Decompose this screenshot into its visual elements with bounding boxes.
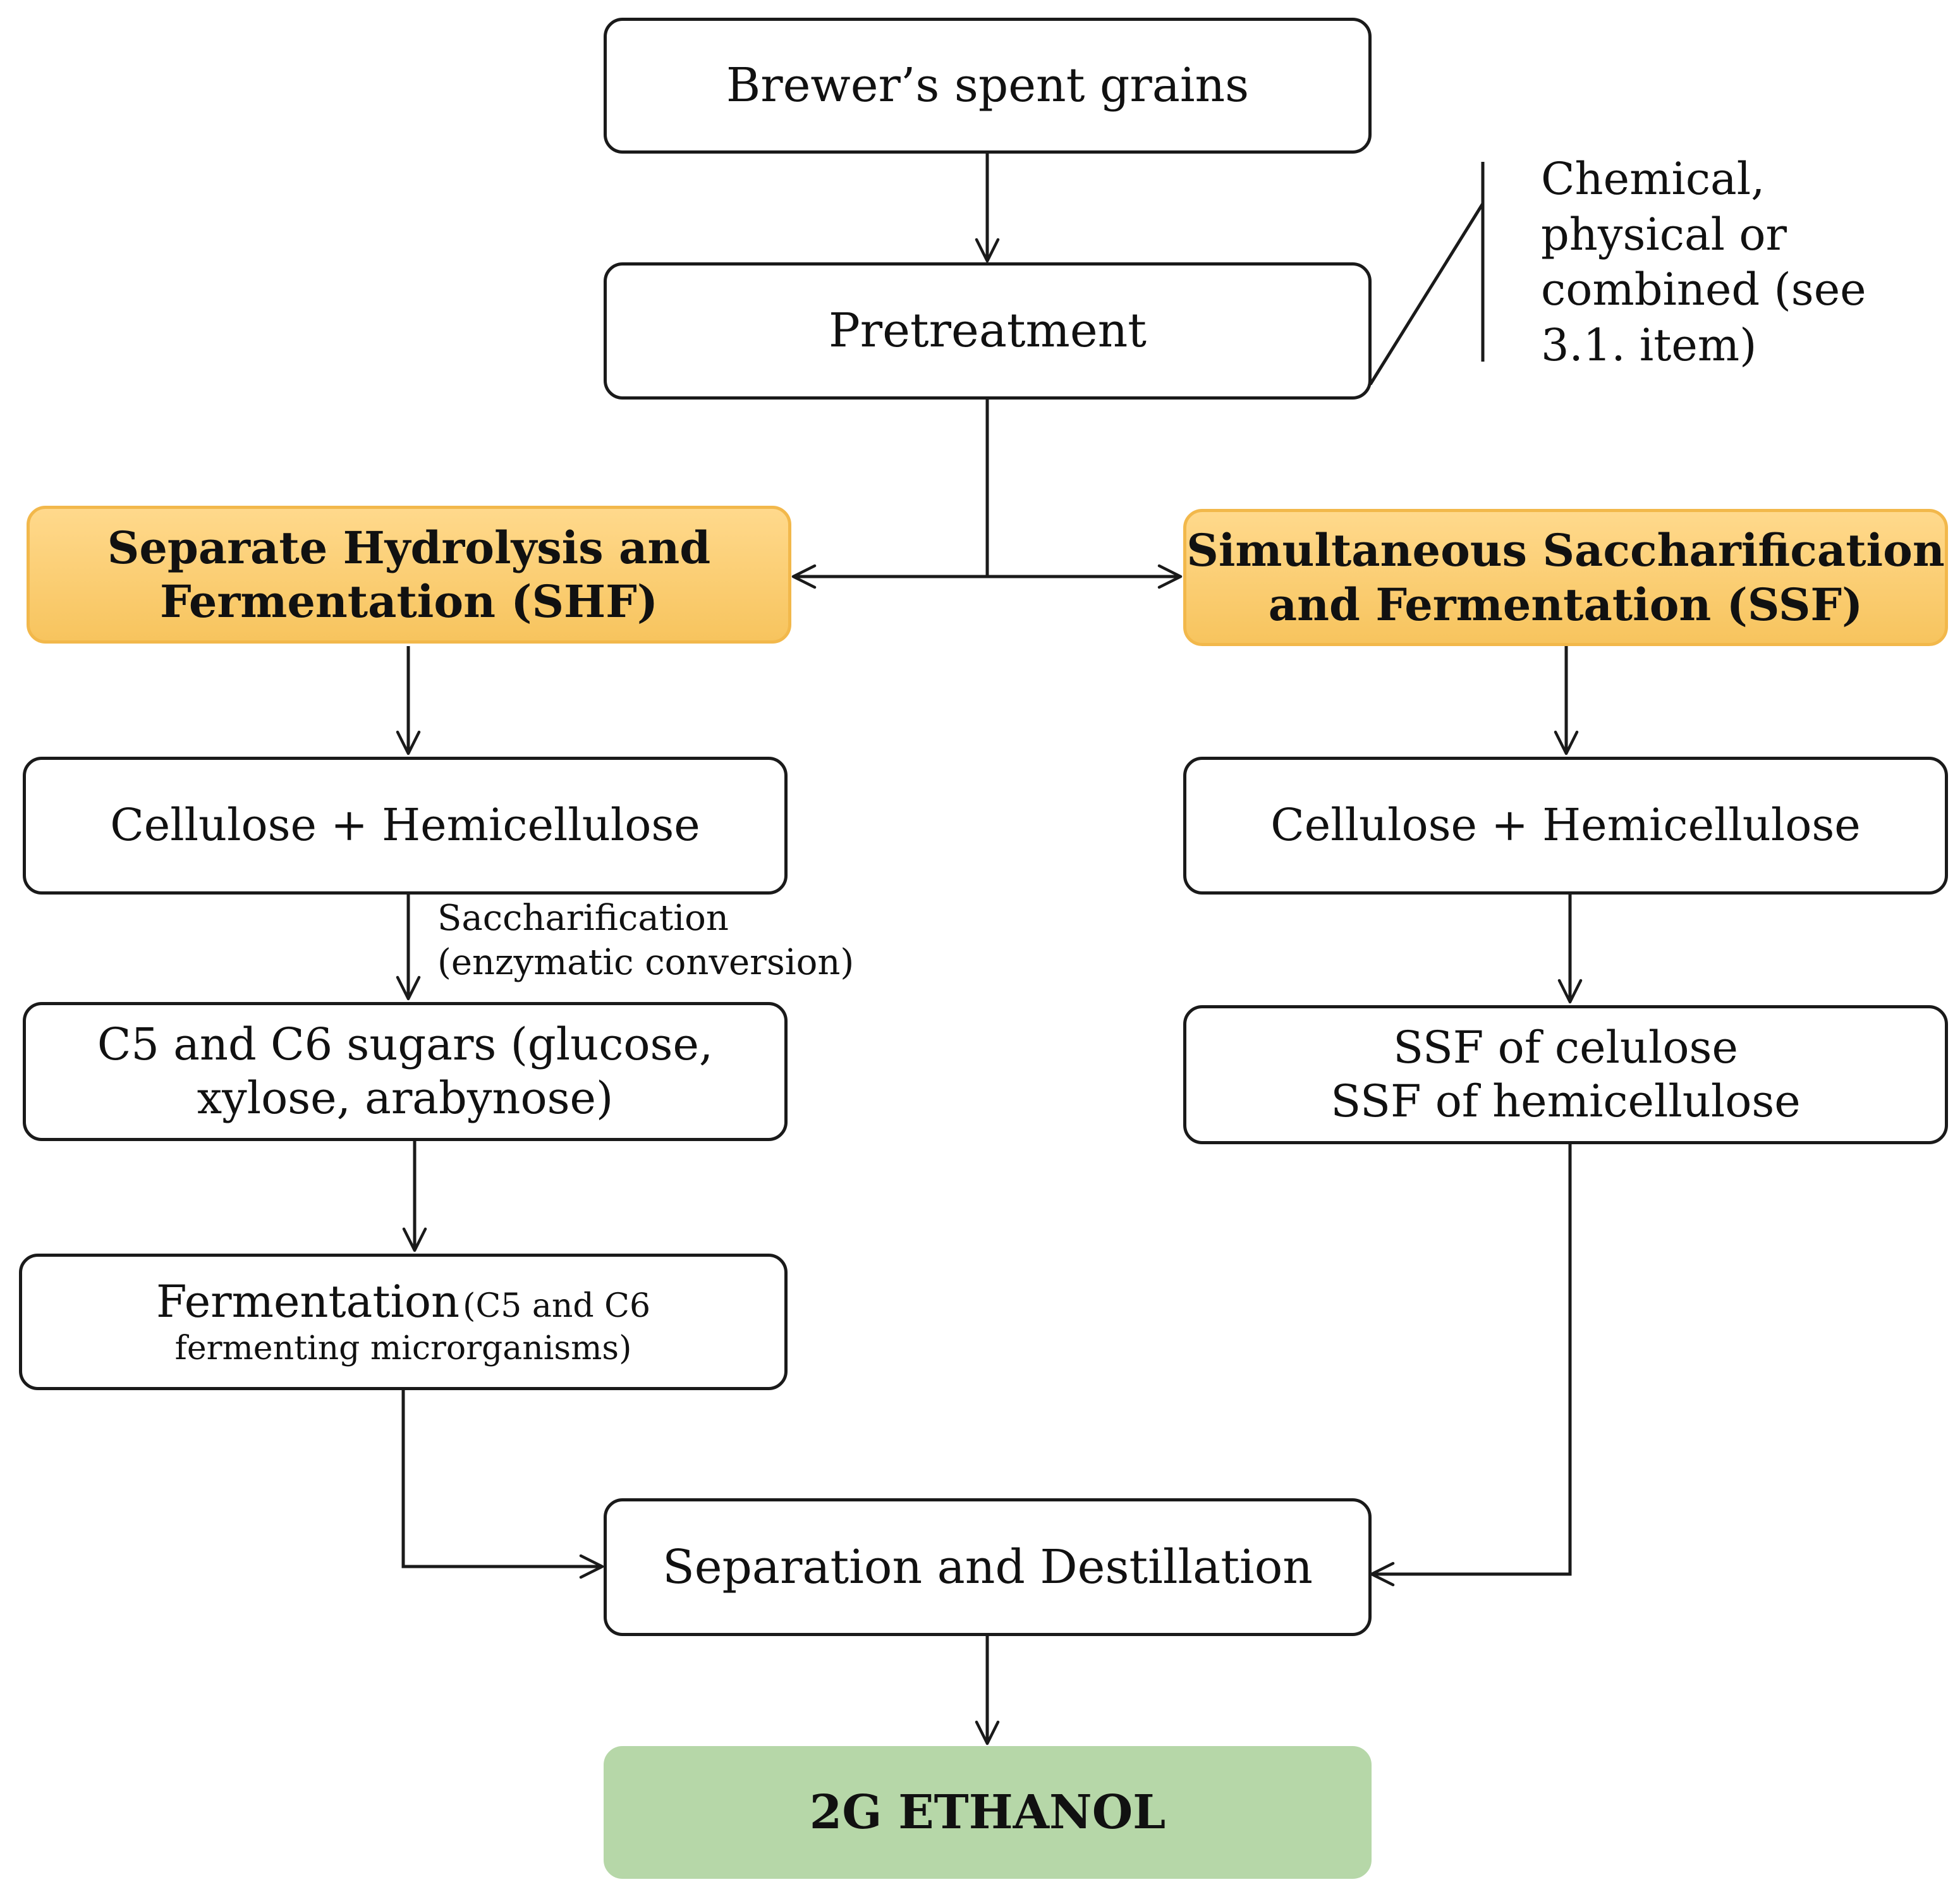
node-label-line2: xylose, arabynose) bbox=[197, 1072, 614, 1124]
node-fermentation: Fermentation (C5 and C6 fermenting micro… bbox=[19, 1254, 788, 1390]
node-label: Pretreatment bbox=[828, 303, 1147, 358]
node-shf-cellulose-hemicellulose: Cellulose + Hemicellulose bbox=[23, 757, 788, 895]
node-label: Separation and Destillation bbox=[662, 1539, 1313, 1594]
node-shf: Separate Hydrolysis and Fermentation (SH… bbox=[27, 506, 791, 644]
arrow-fermentation-to-separation bbox=[401, 1390, 604, 1579]
node-label-line2: Fermentation (SHF) bbox=[160, 575, 658, 628]
pretreatment-note: Chemical, physical or combined (see 3.1.… bbox=[1541, 152, 1866, 373]
note-line: physical or bbox=[1541, 208, 1787, 260]
note-line: Saccharification bbox=[437, 898, 729, 939]
node-label-line2: fermenting microrganisms) bbox=[174, 1329, 632, 1367]
node-separation-destillation: Separation and Destillation bbox=[604, 1498, 1372, 1636]
node-ssf-products: SSF of celulose SSF of hemicellulose bbox=[1183, 1005, 1948, 1144]
pretreatment-note-bracket bbox=[1368, 202, 1485, 386]
note-line: Chemical, bbox=[1541, 153, 1765, 205]
node-brewers-spent-grains: Brewer’s spent grains bbox=[604, 18, 1372, 154]
node-pretreatment: Pretreatment bbox=[604, 262, 1372, 400]
fermentation-label-detail: (C5 and C6 bbox=[463, 1286, 651, 1325]
node-c5-c6-sugars: C5 and C6 sugars (glucose, xylose, araby… bbox=[23, 1002, 788, 1141]
node-label-line1: SSF of celulose bbox=[1393, 1021, 1738, 1073]
saccharification-note: Saccharification (enzymatic conversion) bbox=[437, 896, 854, 985]
node-label: Brewer’s spent grains bbox=[726, 58, 1250, 113]
node-label: 2G ETHANOL bbox=[809, 1785, 1166, 1840]
node-label: Cellulose + Hemicellulose bbox=[110, 799, 700, 852]
node-label-line1: Fermentation (C5 and C6 bbox=[156, 1275, 650, 1329]
arrow-ssf-products-to-separation bbox=[1370, 1144, 1572, 1587]
node-label-line2: and Fermentation (SSF) bbox=[1268, 578, 1863, 631]
fermentation-label-main: Fermentation bbox=[155, 1275, 460, 1328]
node-2g-ethanol: 2G ETHANOL bbox=[604, 1746, 1372, 1879]
node-label-line1: Simultaneous Saccharification bbox=[1186, 524, 1945, 577]
note-line: 3.1. item) bbox=[1541, 319, 1757, 371]
node-label-line1: Separate Hydrolysis and bbox=[107, 521, 711, 574]
note-line: combined (see bbox=[1541, 264, 1866, 315]
node-ssf: Simultaneous Saccharification and Fermen… bbox=[1183, 509, 1948, 646]
note-line: (enzymatic conversion) bbox=[437, 942, 855, 983]
node-label: Cellulose + Hemicellulose bbox=[1270, 799, 1861, 852]
node-label-line1: C5 and C6 sugars (glucose, bbox=[97, 1018, 714, 1070]
node-ssf-cellulose-hemicellulose: Cellulose + Hemicellulose bbox=[1183, 757, 1948, 895]
node-label-line2: SSF of hemicellulose bbox=[1330, 1075, 1801, 1127]
